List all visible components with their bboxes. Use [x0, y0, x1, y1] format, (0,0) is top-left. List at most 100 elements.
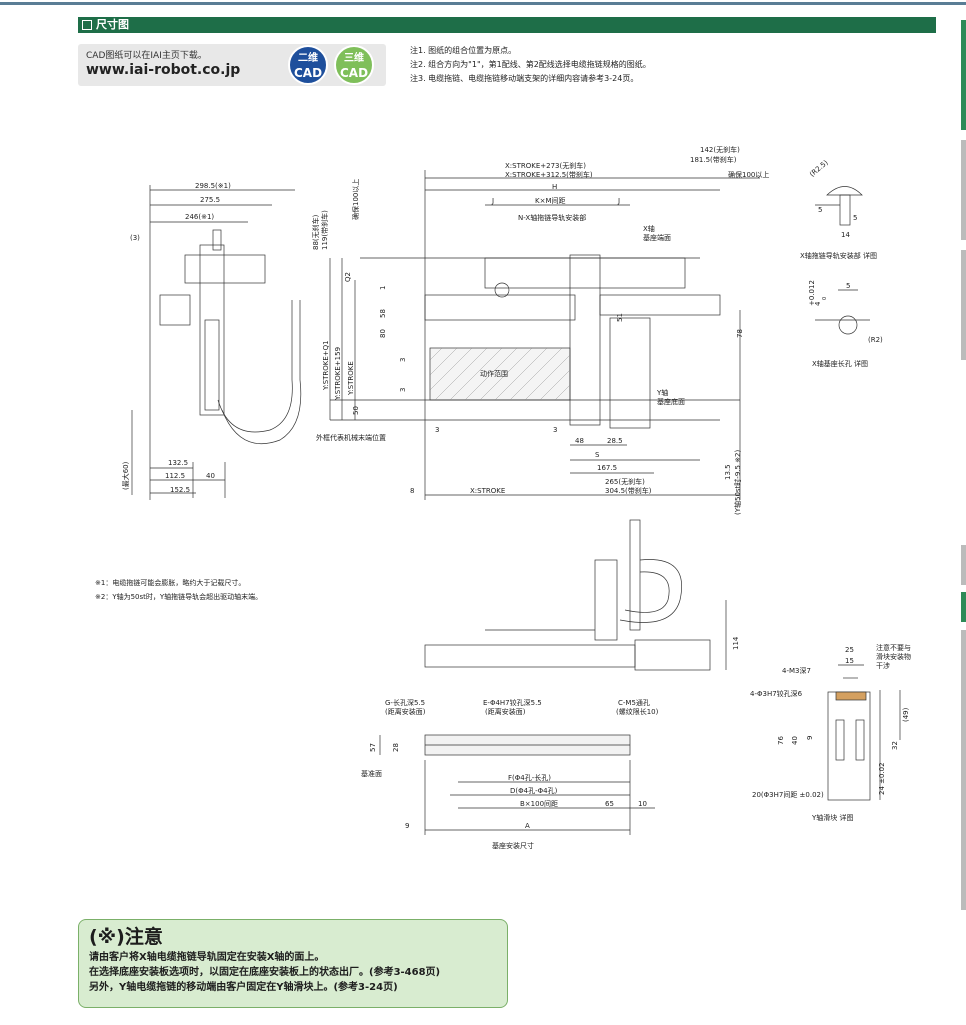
dim-text: Y:STROKE+Q1 — [322, 340, 330, 391]
dim-text: 142(无刹车) — [700, 145, 740, 154]
dim-text: 51 — [616, 313, 624, 322]
dim-text: 152.5 — [170, 486, 190, 494]
dim-text: 167.5 — [597, 464, 617, 472]
sidebar-tab[interactable] — [961, 630, 966, 910]
dim-text: J — [617, 197, 620, 205]
dim-text: X:STROKE+273(无刹车) — [505, 161, 586, 170]
side-view — [131, 185, 302, 500]
front-view-dims: 142(无刹车) 181.5(带刹车) X:STROKE+273(无刹车) X:… — [311, 145, 769, 515]
dim-text: Y:STROKE — [347, 361, 355, 396]
sidebar-tab[interactable] — [961, 140, 966, 240]
dim-text: 76 — [777, 736, 785, 745]
dim-text: (R2.5) — [808, 158, 830, 178]
dim-text: 28 — [392, 743, 400, 752]
lower-view — [424, 519, 727, 671]
footnote-2: ※2：Y轴为50st时，Y轴拖链导轨会超出驱动轴末端。 — [95, 592, 262, 601]
caution-title: (※)注意 — [89, 926, 163, 948]
dim-text: 58 — [379, 309, 387, 318]
caution-line-1: 请由客户将X轴电缆拖链导轨固定在安装X轴的面上。 — [89, 952, 325, 963]
side-view-dims: 298.5(※1) 275.5 246(※1) (3) 132.5 112.5 … — [121, 182, 231, 494]
dim-text: D(Φ4孔-Φ4孔) — [510, 787, 558, 795]
sidebar-tab[interactable] — [961, 592, 966, 622]
sidebar-tab[interactable] — [961, 250, 966, 360]
dim-text: 50 — [352, 406, 360, 415]
dim-text: A — [525, 822, 530, 830]
detail-title: X轴基座长孔 详图 — [812, 359, 868, 368]
dim-text: N-X轴拖链导轨安装部 — [518, 213, 586, 222]
dim-text: B×100间距 — [520, 800, 558, 808]
label-text: 基座端面 — [643, 233, 671, 242]
dim-text: (R2) — [868, 336, 883, 344]
caution-line-3: 另外，Y轴电缆拖链的移动端由客户固定在Y轴滑块上。(参考3-24页) — [89, 982, 398, 993]
note-2: 注2. 组合方向为"1"，第1配线、第2配线选择电缆拖链规格的图纸。 — [410, 60, 651, 69]
dim-text: 3 — [399, 388, 407, 392]
dim-text: J — [491, 197, 494, 205]
label-text: 基座安装尺寸 — [492, 841, 534, 850]
dim-text: 304.5(带刹车) — [605, 486, 652, 495]
dim-text: 275.5 — [200, 196, 220, 204]
dim-text: F(Φ4孔-长孔) — [508, 773, 551, 782]
dim-text: 3 — [435, 426, 439, 434]
label-text: 滑块安装物 — [876, 652, 911, 661]
dim-text: 112.5 — [165, 472, 185, 480]
label-text: 基座底面 — [657, 397, 685, 406]
dim-text: X:STROKE+312.5(带刹车) — [505, 170, 593, 179]
detail-title: Y轴滑块 详图 — [811, 813, 854, 822]
dim-text: 114 — [732, 636, 740, 650]
dim-text: Y:STROKE+159 — [334, 347, 342, 401]
dim-text: 确保100以上 — [351, 179, 360, 220]
detail-views — [815, 186, 870, 335]
label-text: 4-Φ3H7铰孔深6 — [750, 689, 803, 698]
dim-text: 10 — [638, 800, 647, 808]
dim-text: K×M间距 — [535, 197, 566, 205]
base-view — [379, 734, 655, 835]
label-text: 外框代表机械末端位置 — [316, 433, 386, 442]
label-text: 4-M3深7 — [782, 666, 811, 675]
note-3: 注3. 电缆拖链、电缆拖链移动端支架的详细内容请参考3-24页。 — [410, 74, 639, 83]
dim-text: 28.5 — [607, 437, 623, 445]
dim-text: 40 — [206, 472, 215, 480]
dim-text: 5 — [853, 214, 857, 222]
dim-text: 25 — [845, 646, 854, 654]
label-text: Y轴 — [656, 388, 668, 397]
dim-text: (49) — [902, 707, 910, 722]
dim-text: 40 — [791, 736, 799, 745]
dim-text: 181.5(带刹车) — [690, 155, 737, 164]
sidebar-tab-active[interactable] — [961, 20, 966, 130]
label-text: E-Φ4H7铰孔深5.5 — [483, 698, 542, 707]
dim-text: (Y轴50st时-9.5 ※2) — [733, 449, 742, 515]
dim-text: 57 — [369, 743, 377, 752]
notes-block: 注1. 图纸的组合位置为原点。 注2. 组合方向为"1"，第1配线、第2配线选择… — [410, 44, 651, 86]
dim-text: 265(无刹车) — [605, 477, 645, 486]
dim-text: 9 — [405, 822, 409, 830]
sidebar-tab[interactable] — [961, 545, 966, 585]
hatch — [429, 347, 571, 401]
dim-text: 1 — [379, 286, 387, 290]
label-text: X轴 — [643, 224, 655, 233]
detail-title: X轴拖链导轨安装部 详图 — [800, 251, 877, 260]
dim-text: (最大60) — [121, 461, 130, 490]
dim-text: 24 ±0.02 — [878, 762, 886, 795]
top-rule — [0, 2, 966, 5]
slider-view — [827, 664, 901, 801]
dim-text: 5 — [846, 282, 850, 290]
dim-text: 298.5(※1) — [195, 182, 231, 190]
dim-text: Q2 — [344, 272, 352, 282]
dim-text: X:STROKE — [470, 487, 505, 495]
dim-text: 8 — [410, 487, 414, 495]
label-text: 动作范围 — [480, 369, 508, 378]
label-text: 基准面 — [361, 769, 382, 778]
dim-text: 4 — [814, 301, 822, 306]
slider-texts: 注意不要与 滑块安装物 干涉 4-M3深7 4-Φ3H7铰孔深6 20(Φ3H7… — [750, 643, 911, 822]
footnotes: ※1：电缆拖链可能会膨胀，略约大于记载尺寸。 ※2：Y轴为50st时，Y轴拖链导… — [95, 578, 262, 601]
base-view-texts: G-长孔深5.5 (距离安装面) E-Φ4H7铰孔深5.5 (距离安装面) C-… — [361, 698, 659, 850]
caution-line-2: 在选择底座安装板选项时，以固定在底座安装板上的状态出厂。(参考3-468页) — [89, 967, 441, 978]
label-text: G-长孔深5.5 — [385, 698, 425, 707]
cad-url-link[interactable]: www.iai-robot.co.jp — [86, 62, 241, 78]
dim-text: 88(无刹车) — [311, 214, 320, 250]
front-view — [329, 170, 760, 500]
section-title: 尺寸图 — [78, 17, 936, 33]
